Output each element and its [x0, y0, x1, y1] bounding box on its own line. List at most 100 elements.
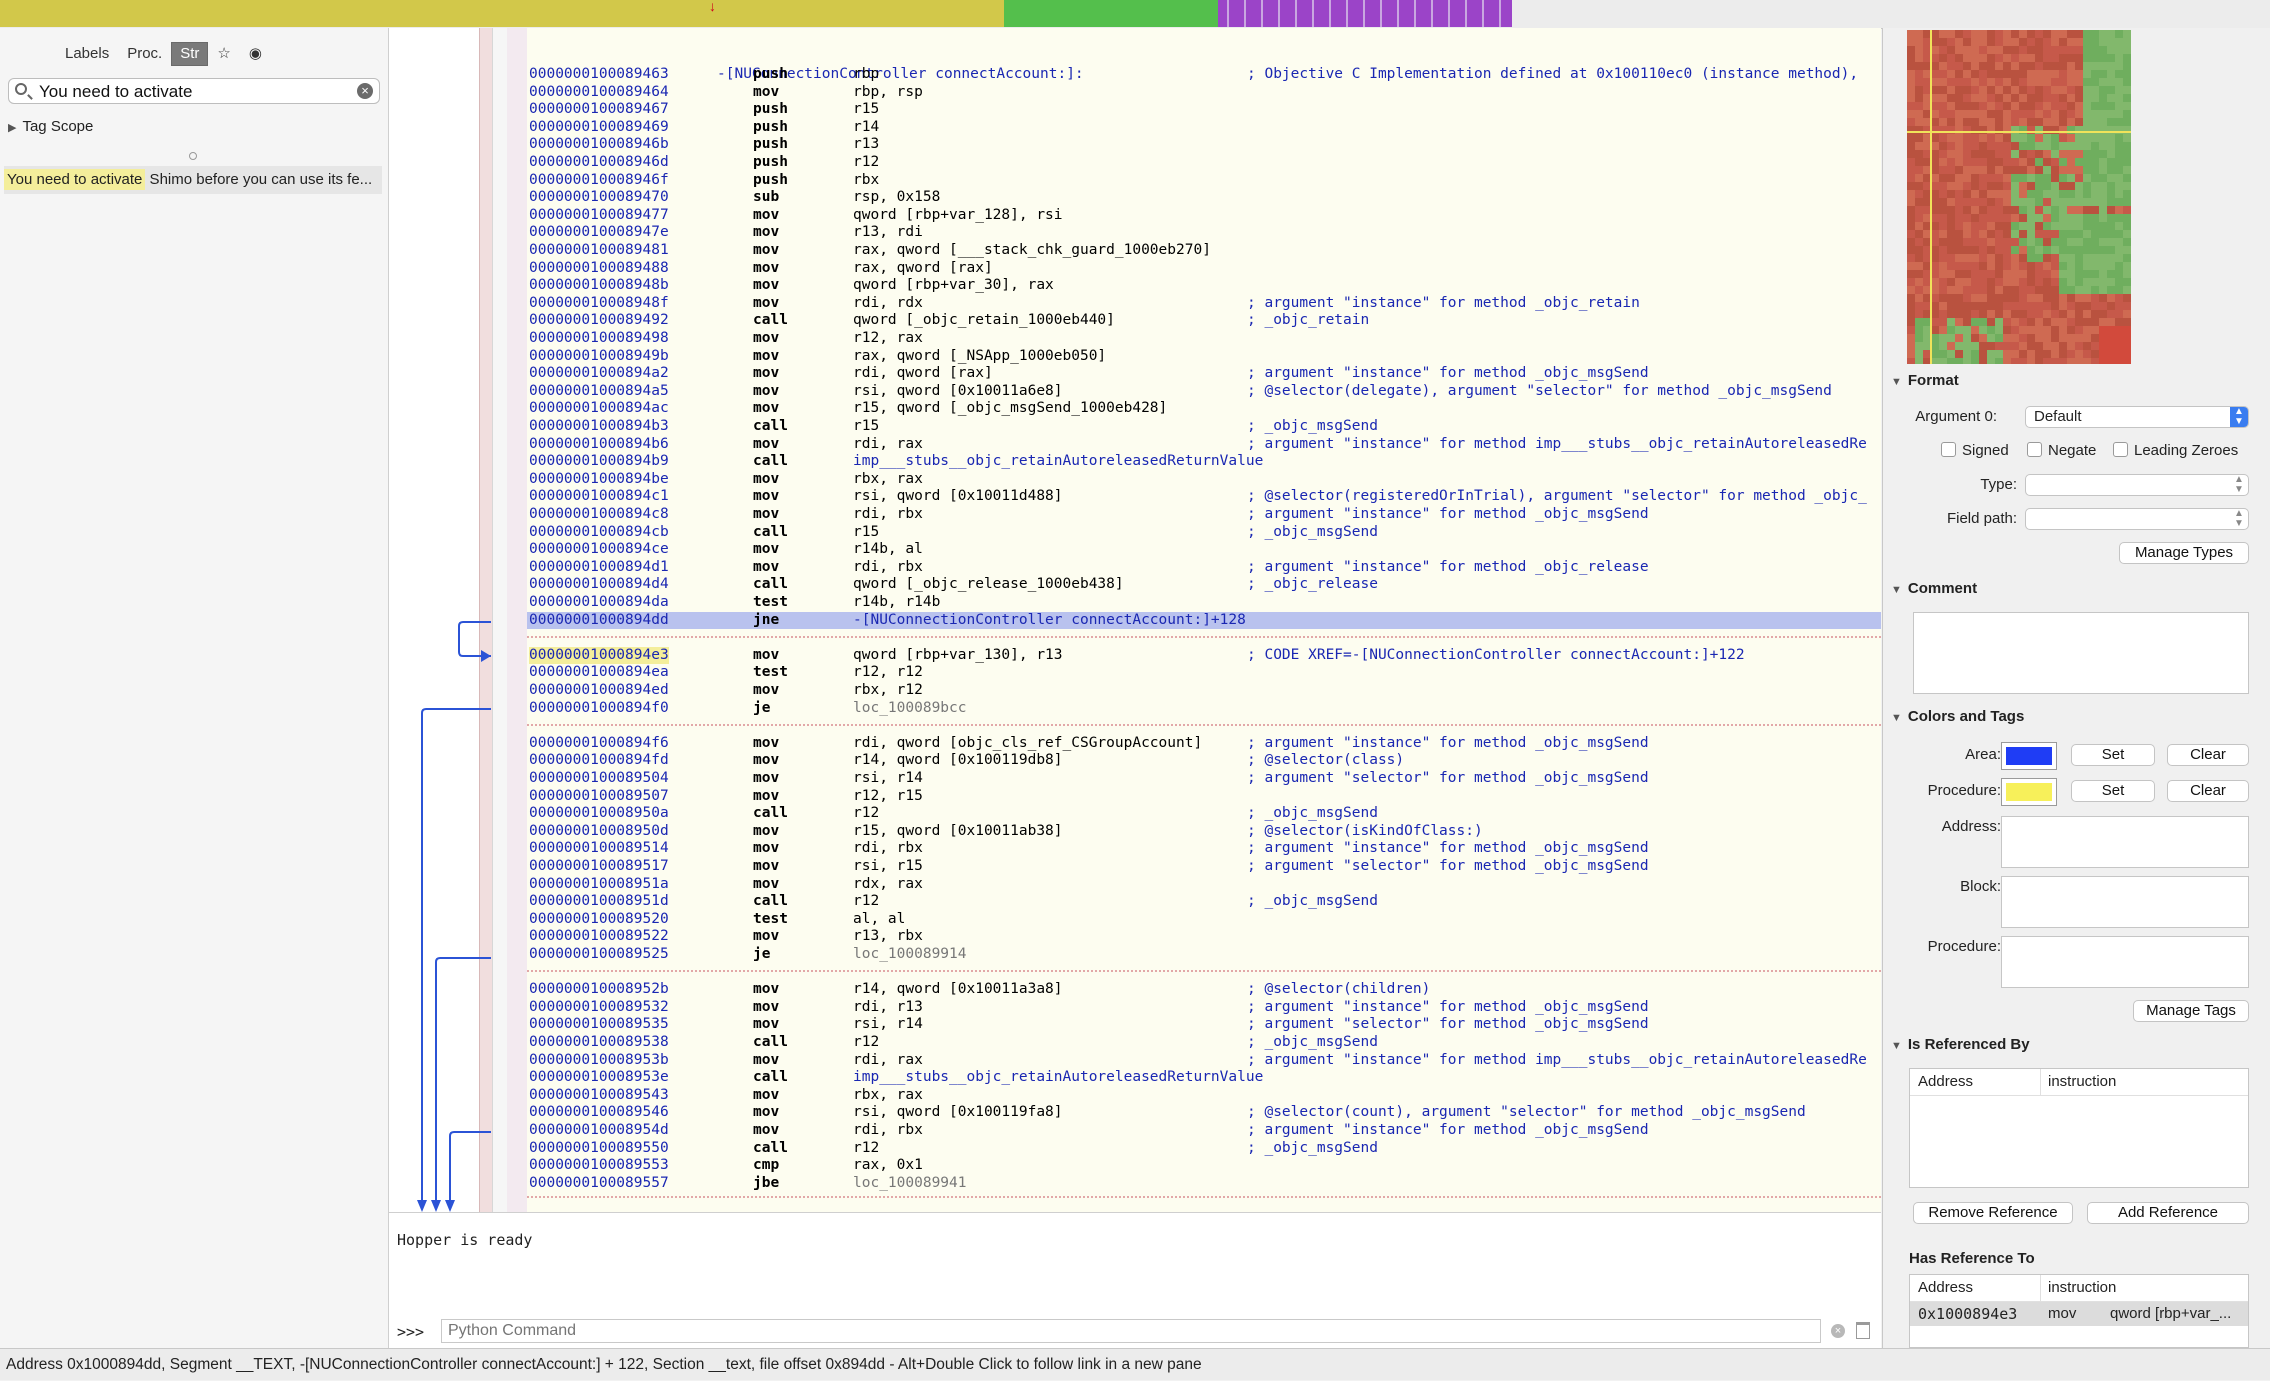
instruction-address[interactable]: 000000010008950d	[529, 822, 669, 839]
segment-strings[interactable]	[1218, 0, 1512, 27]
instruction-address[interactable]: 00000001000894b3	[529, 418, 669, 434]
instruction-address[interactable]: 0000000100089470	[529, 189, 669, 206]
instruction-address[interactable]: 00000001000894cb	[529, 523, 669, 540]
instruction-address[interactable]: 000000010008951d	[529, 893, 669, 910]
instruction-operands[interactable]: loc_100089914	[853, 946, 967, 962]
instruction-address[interactable]: 00000001000894b6	[529, 435, 669, 452]
instruction-operands[interactable]: qword [rbp+var_130], r13	[853, 646, 1063, 663]
instruction-address[interactable]: 0000000100089504	[529, 770, 669, 786]
instruction-address[interactable]: 00000001000894c8	[529, 506, 669, 522]
col-address[interactable]: Address	[1918, 1073, 1974, 1090]
instruction-operands[interactable]: r13, rdi	[853, 224, 923, 241]
instruction-address[interactable]: 00000001000894ac	[529, 400, 669, 417]
instruction-operands[interactable]: rsi, qword [0x10011d488]	[853, 488, 1063, 505]
instruction-address[interactable]: 000000010008954d	[529, 1122, 669, 1138]
procedure-label[interactable]: -[NUConnectionController connectAccount:…	[717, 66, 1084, 82]
tag-scope-disclosure[interactable]: ▶Tag Scope	[8, 118, 93, 135]
add-reference-button[interactable]: Add Reference	[2087, 1202, 2249, 1224]
col-address[interactable]: Address	[1918, 1279, 1974, 1296]
instruction-address[interactable]: 0000000100089550	[529, 1139, 669, 1156]
instruction-operands[interactable]: rdi, r13	[853, 998, 923, 1015]
instruction-operands[interactable]: r15	[853, 101, 880, 118]
instruction-address[interactable]: 0000000100089546	[529, 1104, 669, 1121]
reference-to-table[interactable]: Address instruction 0x1000894e3 mov qwor…	[1909, 1274, 2249, 1348]
instruction-address[interactable]: 0000000100089477	[529, 206, 669, 223]
instruction-operands[interactable]: rsp, 0x158	[853, 189, 941, 206]
instruction-address[interactable]: 000000010008952b	[529, 981, 669, 998]
instruction-operands[interactable]: imp___stubs__objc_retainAutoreleasedRetu…	[853, 453, 1264, 470]
instruction-operands[interactable]: rbx, rax	[853, 1086, 923, 1103]
instruction-operands[interactable]: r15, qword [0x10011ab38]	[853, 822, 1063, 839]
instruction-operands[interactable]: al, al	[853, 910, 906, 927]
instruction-operands[interactable]: rsi, r14	[853, 1016, 923, 1033]
instruction-address[interactable]: 00000001000894e3	[529, 646, 669, 664]
instruction-operands[interactable]: rbp, rsp	[853, 83, 923, 100]
instruction-operands[interactable]: rsi, qword [0x10011a6e8]	[853, 382, 1063, 399]
instruction-operands[interactable]: loc_100089bcc	[853, 699, 967, 716]
instruction-address[interactable]: 000000010008948f	[529, 294, 669, 311]
format-section-header[interactable]: ▼Format	[1891, 372, 1959, 389]
address-tags-field[interactable]	[2001, 816, 2249, 868]
instruction-address[interactable]: 0000000100089543	[529, 1086, 669, 1103]
instruction-operands[interactable]: qword [_objc_retain_1000eb440]	[853, 312, 1115, 329]
entropy-map[interactable]	[1907, 30, 2131, 364]
instruction-address[interactable]: 0000000100089514	[529, 840, 669, 857]
instruction-address[interactable]: 000000010008953e	[529, 1069, 669, 1086]
instruction-address[interactable]: 0000000100089498	[529, 330, 669, 346]
instruction-address[interactable]: 0000000100089553	[529, 1157, 669, 1174]
referenced-by-section-header[interactable]: ▼Is Referenced By	[1891, 1036, 2030, 1053]
instruction-address[interactable]: 000000010008946b	[529, 136, 669, 153]
instruction-address[interactable]: 00000001000894da	[529, 594, 669, 610]
search-input[interactable]	[37, 81, 351, 103]
instruction-address[interactable]: 0000000100089517	[529, 858, 669, 874]
col-instruction[interactable]: instruction	[2048, 1073, 2117, 1090]
instruction-address[interactable]: 0000000100089557	[529, 1174, 669, 1191]
area-color-well[interactable]	[2001, 742, 2057, 770]
instruction-operands[interactable]: r13	[853, 136, 880, 153]
instruction-operands[interactable]: rdi, rbx	[853, 506, 923, 522]
instruction-address[interactable]: 0000000100089469	[529, 118, 669, 135]
instruction-operands[interactable]: rax, qword [___stack_chk_guard_1000eb270…	[853, 242, 1211, 258]
instruction-operands[interactable]: rbp	[853, 66, 880, 82]
trash-icon[interactable]	[1856, 1322, 1870, 1339]
instruction-address[interactable]: 000000010008951a	[529, 875, 669, 892]
instruction-operands[interactable]: rsi, r15	[853, 858, 923, 874]
instruction-operands[interactable]: r12	[853, 154, 880, 170]
instruction-address[interactable]: 0000000100089507	[529, 787, 669, 804]
instruction-operands[interactable]: r14b, al	[853, 541, 923, 558]
instruction-address[interactable]: 000000010008946f	[529, 171, 669, 188]
instruction-operands[interactable]: r12	[853, 893, 880, 910]
disassembly-view[interactable]: -[NUConnectionController connectAccount:…	[527, 28, 1881, 1212]
instruction-address[interactable]: 000000010008949b	[529, 347, 669, 364]
instruction-operands[interactable]: rdi, rdx	[853, 294, 923, 311]
procedure-color-well[interactable]	[2001, 778, 2057, 806]
instruction-operands[interactable]: loc_100089941	[853, 1174, 967, 1191]
segment-navigation-bar[interactable]: ↓	[0, 0, 2270, 29]
